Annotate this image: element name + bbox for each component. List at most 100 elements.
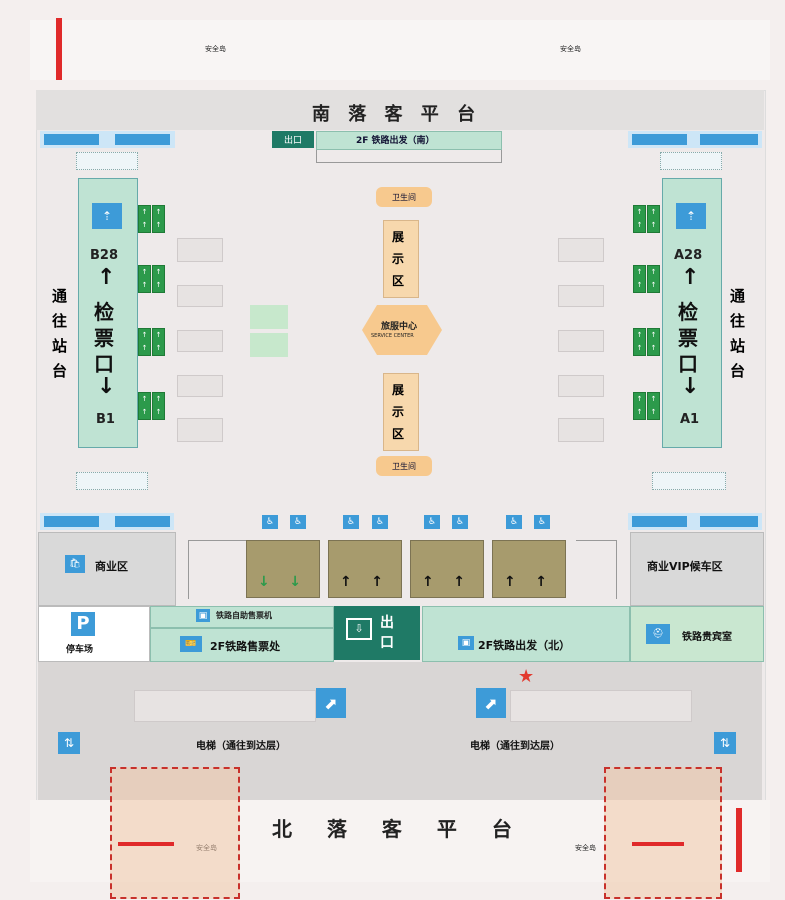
gate-b-sign-top xyxy=(76,152,138,170)
south-platform-band xyxy=(36,90,764,130)
ticket-machine: ↑↑ xyxy=(633,205,646,233)
gate-b-char-1: 检 xyxy=(94,300,114,324)
exhibit-bottom-c2: 示 xyxy=(392,405,405,419)
to-platform-left-1: 通 xyxy=(52,287,68,305)
exit-top-line xyxy=(316,150,502,163)
gate-a-sign-top xyxy=(660,152,722,170)
north-departure-label: 2F铁路出发（北） xyxy=(478,639,571,652)
exhibit-top-c2: 示 xyxy=(392,252,405,266)
info-bar-mid-right-a xyxy=(632,516,687,527)
ticket-office-icon: 🎫 xyxy=(180,636,202,652)
gate-a-arrow-down: ↓ xyxy=(681,374,700,399)
ticket-office-label: 2F铁路售票处 xyxy=(210,640,281,653)
exit-center-bottom: 口 xyxy=(380,635,394,651)
green-area-2 xyxy=(250,333,288,357)
shop-icon: 🛍 xyxy=(65,555,85,573)
service-center-sub: SERVICE CENTER xyxy=(371,333,414,339)
info-bar-top-right-b xyxy=(700,134,758,145)
commercial-area xyxy=(38,532,176,606)
restroom-top: 卫生间 xyxy=(376,187,432,207)
entry-gate-3-arrows: ↑ ↑ xyxy=(422,574,465,590)
waiting-room-icon: ⛑ xyxy=(646,624,670,644)
red-bar-top-left xyxy=(56,18,62,80)
to-platform-left-4: 台 xyxy=(52,362,68,380)
seating-block xyxy=(177,285,223,307)
gate-b-char-2: 票 xyxy=(94,326,114,350)
info-bar-top-right-a xyxy=(632,134,687,145)
gate-a-char-1: 检 xyxy=(678,300,698,324)
exhibit-bottom-c1: 展 xyxy=(392,383,405,397)
restroom-icon: ♿ xyxy=(534,515,550,529)
gate-b-arrow-up: ↑ xyxy=(97,265,116,290)
gate-a-arrow-up: ↑ xyxy=(681,265,700,290)
gate-a-top: A28 xyxy=(674,248,703,263)
elevator-icon-right: ⇅ xyxy=(714,732,736,754)
seating-block xyxy=(558,238,604,262)
entry-gate-4 xyxy=(492,540,566,598)
highlight-zone-right xyxy=(604,767,722,899)
ticket-machine: ↑↑ xyxy=(152,392,165,420)
to-platform-right-3: 站 xyxy=(730,337,746,355)
exit-center xyxy=(334,606,420,660)
restroom-icon: ♿ xyxy=(372,515,388,529)
bracket-left xyxy=(188,540,247,599)
to-platform-right-1: 通 xyxy=(730,287,746,305)
south-platform-title: 南 落 客 平 台 xyxy=(312,104,482,125)
gate-b-top: B28 xyxy=(90,248,118,263)
exhibit-top xyxy=(383,220,419,298)
to-platform-left-2: 往 xyxy=(52,312,68,330)
entry-gate-1-arrows: ↓ ↓ xyxy=(258,574,301,590)
exhibit-bottom-c3: 区 xyxy=(392,427,405,441)
escalator-left-label: 电梯（通往到达层） xyxy=(196,741,286,752)
ticket-machine: ↑↑ xyxy=(152,205,165,233)
ticket-machine: ↑↑ xyxy=(647,205,660,233)
entry-gate-3 xyxy=(410,540,484,598)
escalator-right-label: 电梯（通往到达层） xyxy=(470,741,560,752)
exhibit-top-c1: 展 xyxy=(392,230,405,244)
exit-center-top: 出 xyxy=(380,615,394,631)
info-bar-top-left-b xyxy=(115,134,170,145)
escalator-right-grid xyxy=(510,690,692,722)
restroom-icon: ♿ xyxy=(452,515,468,529)
exhibit-top-c3: 区 xyxy=(392,274,405,288)
north-platform-title: 北 落 客 平 台 xyxy=(272,817,526,841)
ticket-machine: ↑↑ xyxy=(633,265,646,293)
gate-a-bottom: A1 xyxy=(680,412,700,427)
top-strip xyxy=(30,20,770,80)
commercial-label: 商业区 xyxy=(95,560,128,573)
gate-a-char-2: 票 xyxy=(678,326,698,350)
to-platform-right-2: 往 xyxy=(730,312,746,330)
gate-a-sign-bottom xyxy=(652,472,726,490)
restroom-icon: ♿ xyxy=(290,515,306,529)
ticket-machine: ↑↑ xyxy=(152,328,165,356)
ticket-machine: ↑↑ xyxy=(647,392,660,420)
parking-icon: P xyxy=(71,612,95,636)
service-center-hexagon xyxy=(362,305,442,355)
gate-b-sign-bottom xyxy=(76,472,148,490)
ticket-machine: ↑↑ xyxy=(138,265,151,293)
security-island-label-4: 安全岛 xyxy=(575,844,596,852)
seating-block xyxy=(177,418,223,442)
red-line-right xyxy=(632,842,684,846)
ticket-machine: ↑↑ xyxy=(633,392,646,420)
ticket-machine: ↑↑ xyxy=(647,328,660,356)
vip-area xyxy=(630,532,764,606)
seating-block xyxy=(177,238,223,262)
green-area-1 xyxy=(250,305,288,329)
exit-top-label-box xyxy=(316,131,502,150)
red-bar-bottom-right xyxy=(736,808,742,872)
exit-top-box: 出口 xyxy=(272,131,314,148)
security-island-label-2: 安全岛 xyxy=(560,45,581,53)
exhibit-bottom xyxy=(383,373,419,451)
entry-gate-2 xyxy=(328,540,402,598)
entry-gate-1 xyxy=(246,540,320,598)
ticket-machine: ↑↑ xyxy=(138,328,151,356)
seating-block xyxy=(558,285,604,307)
info-bar-mid-right-b xyxy=(700,516,758,527)
escalator-left-grid xyxy=(134,690,316,722)
gate-b-bottom: B1 xyxy=(96,412,115,427)
waiting-room-label: 铁路贵宾室 xyxy=(682,632,732,643)
bracket-right xyxy=(576,540,617,599)
restroom-icon: ♿ xyxy=(262,515,278,529)
